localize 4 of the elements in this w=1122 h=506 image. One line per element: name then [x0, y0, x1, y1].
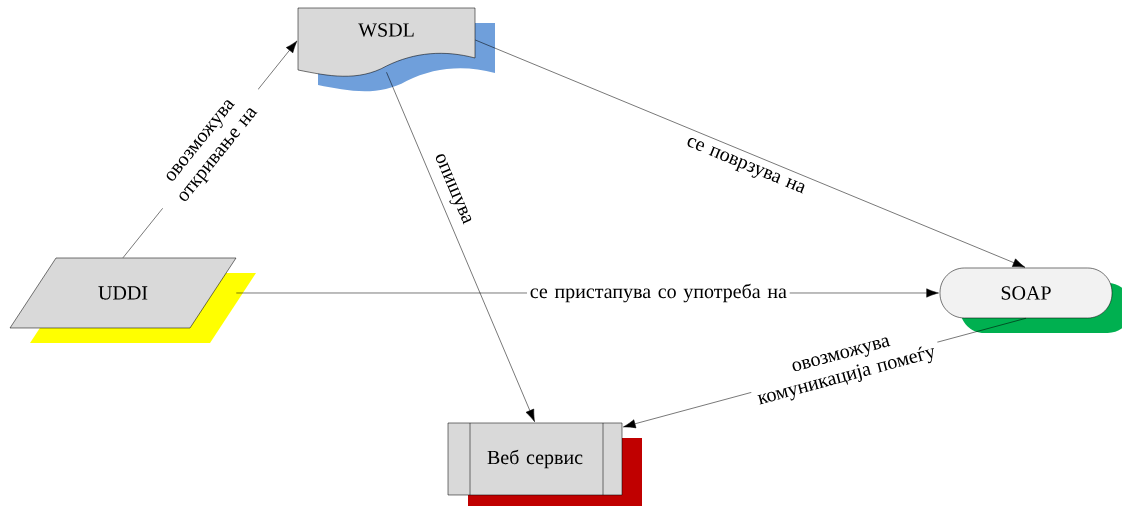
edge-label: се пристапува со употреба на	[530, 283, 787, 303]
arrow	[386, 72, 535, 422]
process-box: Веб сервис	[447, 422, 642, 506]
arrow	[475, 39, 1026, 268]
